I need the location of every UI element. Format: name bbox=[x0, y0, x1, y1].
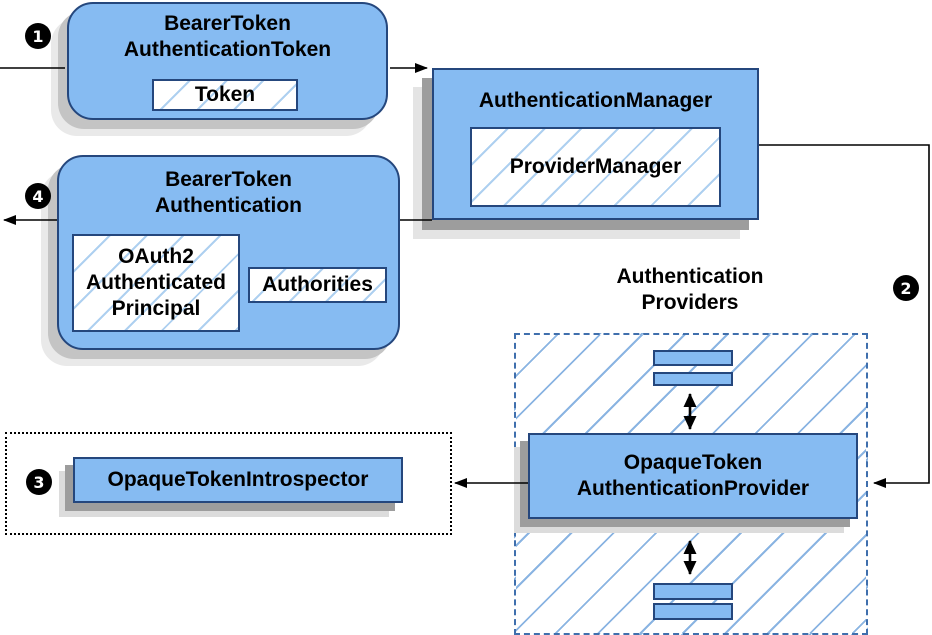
step-4-number: 4 bbox=[32, 186, 44, 206]
step-1-badge: 1 bbox=[25, 23, 51, 49]
authentication-providers-container: OpaqueToken AuthenticationProvider bbox=[514, 333, 868, 635]
step-2-badge: 2 bbox=[893, 275, 919, 301]
step-4-badge: 4 bbox=[25, 183, 51, 209]
provider-manager-interface-box: ProviderManager bbox=[470, 127, 721, 207]
provider-placeholder-bar-top-1 bbox=[653, 350, 733, 366]
token-interface-label: Token bbox=[194, 82, 256, 106]
provider-placeholder-bar-bottom-1 bbox=[653, 583, 733, 600]
token-interface-box: Token bbox=[152, 79, 298, 111]
provider-manager-label: ProviderManager bbox=[509, 154, 682, 178]
provider-placeholder-bar-bottom-2 bbox=[653, 603, 733, 620]
node-opaque-token-introspector: OpaqueTokenIntrospector bbox=[73, 457, 403, 503]
node-bearer-token-authentication-token-title: BearerToken AuthenticationToken bbox=[123, 12, 332, 62]
node-opaque-token-authentication-provider-title: OpaqueToken AuthenticationProvider bbox=[576, 450, 810, 500]
oauth2-authenticated-principal-box: OAuth2 Authenticated Principal bbox=[72, 234, 240, 332]
authentication-providers-label: Authentication Providers bbox=[616, 265, 764, 315]
node-bearer-token-authentication-token: BearerToken AuthenticationToken Token bbox=[67, 2, 388, 120]
oauth2-authenticated-principal-label: OAuth2 Authenticated Principal bbox=[85, 244, 226, 321]
node-bearer-token-authentication-title: BearerToken Authentication bbox=[155, 168, 302, 218]
node-authentication-manager-title: AuthenticationManager bbox=[478, 89, 713, 112]
step-3-badge: 3 bbox=[26, 469, 52, 495]
authorities-box: Authorities bbox=[248, 267, 387, 303]
step-1-number: 1 bbox=[32, 26, 44, 46]
step-2-number: 2 bbox=[900, 278, 912, 298]
provider-placeholder-bar-top-2 bbox=[653, 372, 733, 386]
opaque-token-introspector-container: OpaqueTokenIntrospector bbox=[5, 432, 452, 535]
node-opaque-token-authentication-provider: OpaqueToken AuthenticationProvider bbox=[528, 433, 858, 519]
node-bearer-token-authentication: BearerToken Authentication OAuth2 Authen… bbox=[57, 155, 400, 350]
step-3-number: 3 bbox=[33, 472, 45, 492]
node-authentication-manager: AuthenticationManager ProviderManager bbox=[432, 68, 759, 220]
node-opaque-token-introspector-title: OpaqueTokenIntrospector bbox=[107, 467, 369, 491]
authorities-label: Authorities bbox=[262, 272, 373, 296]
